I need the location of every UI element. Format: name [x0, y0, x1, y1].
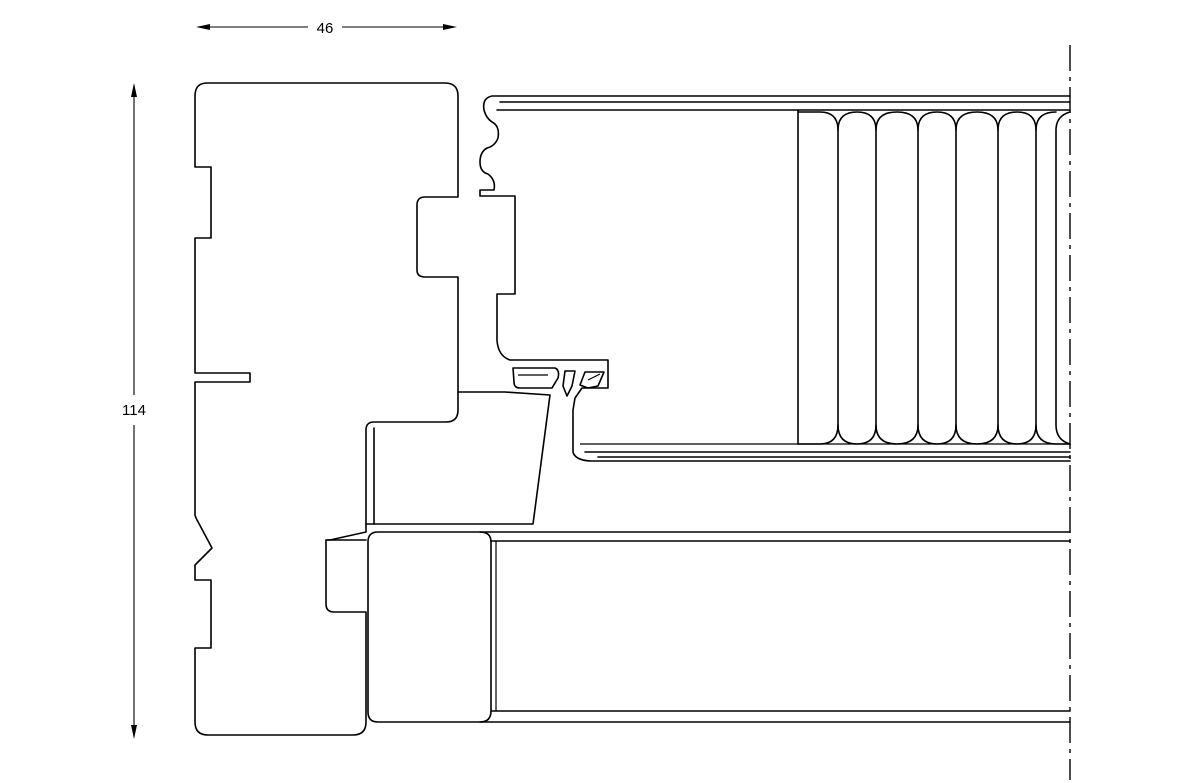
glazing-wedge — [373, 391, 551, 525]
sash-profile — [479, 95, 1071, 462]
spacer-channel — [917, 111, 957, 445]
spacer-channel-partial — [1055, 111, 1071, 445]
width-dimension: 46 — [196, 20, 457, 37]
spacer-channels — [797, 111, 1071, 445]
spacer-channel — [837, 111, 877, 445]
frame-profile — [194, 82, 459, 736]
height-dimension: 114 — [122, 83, 146, 739]
spacer-channel — [997, 111, 1037, 445]
seal-gasket-detail — [518, 373, 601, 381]
width-dimension-label: 46 — [317, 20, 334, 37]
seal-gasket — [512, 367, 605, 397]
bottom-rail — [367, 531, 492, 723]
spacer-wave — [797, 111, 1071, 445]
height-dimension-label: 114 — [122, 402, 146, 419]
